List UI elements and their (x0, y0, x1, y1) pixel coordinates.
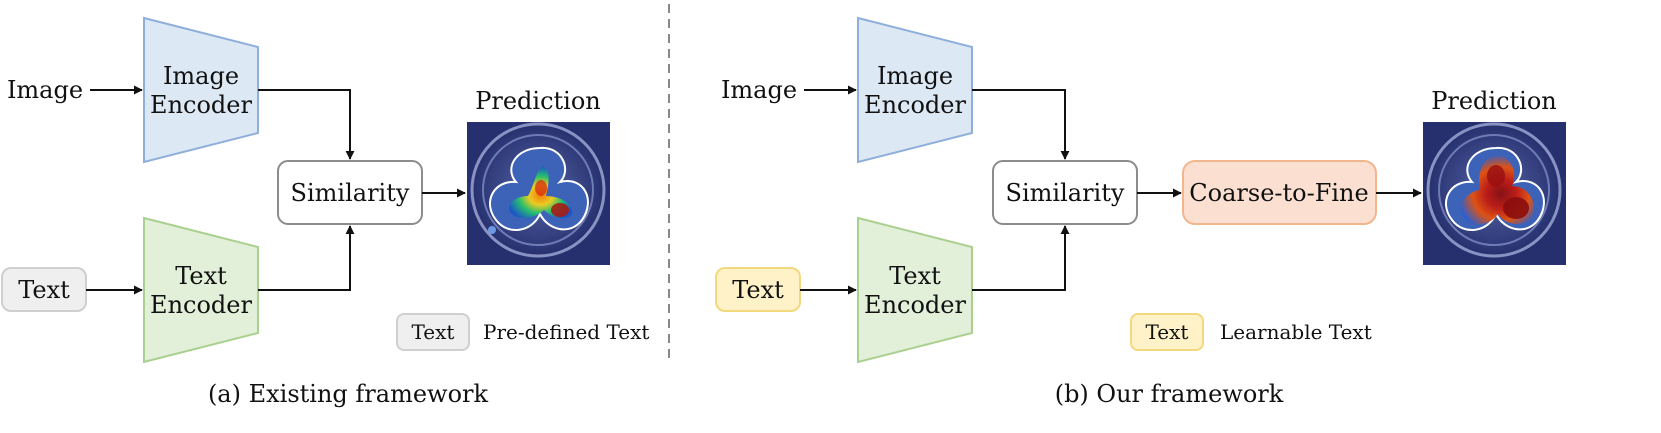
legend-chip-label: Text (412, 320, 455, 344)
image-encoder-label-line1: Image (877, 62, 953, 90)
arrow-text-encoder-to-similarity (258, 225, 355, 291)
prediction-heatmap-image (1423, 122, 1566, 265)
image-encoder-label-line2: Encoder (864, 91, 966, 119)
caption-existing-framework: (a) Existing framework (208, 380, 489, 408)
prediction-title: Prediction (1431, 87, 1557, 115)
legend-chip-label: Text (1146, 320, 1189, 344)
similarity-label: Similarity (1006, 179, 1125, 207)
text-chip-label: Text (732, 276, 784, 304)
text-encoder-label-line2: Encoder (150, 291, 252, 319)
arrow-image-encoder-to-similarity (972, 89, 1070, 160)
image-encoder-block (143, 16, 259, 164)
panel-existing-framework: Image Image Encoder Text Text Encoder Si… (1, 16, 649, 408)
image-encoder-block (857, 16, 973, 164)
image-encoder-label-line2: Encoder (150, 91, 252, 119)
legend-learnable-label: Learnable Text (1220, 320, 1372, 344)
legend-chip-predefined (396, 313, 470, 351)
legend-chip-learnable (1130, 313, 1204, 351)
arrow-image-encoder-to-similarity (258, 89, 355, 160)
prediction-heatmap-image (467, 122, 610, 265)
image-encoder-label-line1: Image (163, 62, 239, 90)
text-encoder-label-line1: Text (889, 262, 941, 290)
text-encoder-block (857, 216, 973, 364)
image-input-label: Image (721, 76, 797, 104)
coarse-to-fine-label: Coarse-to-Fine (1189, 179, 1368, 207)
text-encoder-label-line1: Text (175, 262, 227, 290)
text-encoder-label-line2: Encoder (864, 291, 966, 319)
image-input-label: Image (7, 76, 83, 104)
text-encoder-block (143, 216, 259, 364)
similarity-label: Similarity (291, 179, 410, 207)
text-chip-label: Text (18, 276, 70, 304)
caption-our-framework: (b) Our framework (1055, 380, 1284, 408)
panel-our-framework: Image Image Encoder Text Text Encoder Si… (715, 16, 1566, 408)
legend-predefined-label: Pre-defined Text (483, 320, 649, 344)
arrow-text-encoder-to-similarity (972, 225, 1070, 291)
prediction-title: Prediction (475, 87, 601, 115)
